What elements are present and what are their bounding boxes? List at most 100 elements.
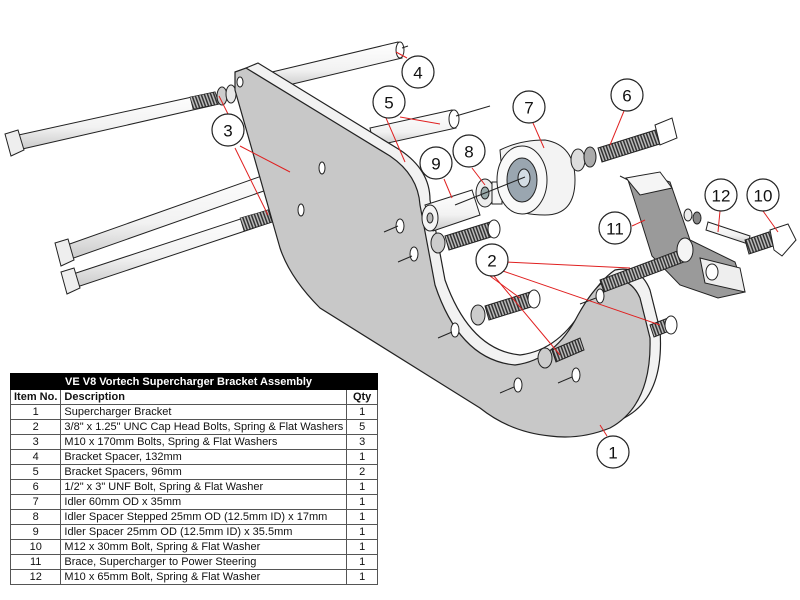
item-qty: 1 [346,479,378,495]
callout-1: 1 [596,435,630,469]
callout-label: 8 [464,143,473,162]
callout-7: 7 [512,90,546,124]
item-qty: 1 [346,569,378,585]
callout-circle [419,146,453,180]
item-description: 3/8" x 1.25" UNC Cap Head Bolts, Spring … [60,419,348,435]
idler-bolt-6 [570,117,678,172]
item-description: M12 x 30mm Bolt, Spring & Flat Washer [60,539,348,555]
callout-3: 3 [211,113,245,147]
item-number: 8 [9,509,62,525]
callout-label: 7 [524,99,533,118]
item-description: Bracket Spacers, 96mm [60,464,348,480]
callout-label: 4 [413,64,422,83]
item-qty: 1 [346,404,378,420]
item-description: 1/2" x 3" UNF Bolt, Spring & Flat Washer [60,479,348,495]
item-number: 5 [9,464,62,480]
callout-label: 10 [754,187,773,206]
callout-5: 5 [372,85,406,119]
callout-label: 2 [487,252,496,271]
item-description: Supercharger Bracket [60,404,348,420]
item-qty: 1 [346,539,378,555]
idler-pulley [454,139,576,216]
callout-circle [372,85,406,119]
callout-label: 11 [606,220,624,239]
item-number: 6 [9,479,62,495]
callout-10: 10 [746,178,780,212]
item-qty: 1 [346,509,378,525]
bill-of-materials-table: VE V8 Vortech Supercharger Bracket Assem… [9,373,378,585]
bolt-12 [683,208,751,245]
callout-circle [211,113,245,147]
item-qty: 1 [346,449,378,465]
cap-head-bolts [430,219,678,369]
callout-circle [452,134,486,168]
callout-6: 6 [610,78,644,112]
item-description: Bracket Spacer, 132mm [60,449,348,465]
leader-lines [218,51,779,437]
item-description: Idler 60mm OD x 35mm [60,494,348,510]
callout-circle [610,78,644,112]
item-number: 10 [9,539,62,555]
item-number: 11 [9,554,62,570]
item-number: 1 [9,404,62,420]
item-qty: 1 [346,494,378,510]
item-qty: 3 [346,434,378,450]
column-header-item: Item No. [9,389,62,405]
brace-rod [599,237,694,293]
callout-label: 9 [431,155,440,174]
item-number: 3 [9,434,62,450]
brace-supercharger-to-power-steering [619,171,746,299]
m10-long-bolt [4,91,220,157]
callout-circle [598,211,632,245]
callout-9: 9 [419,146,453,180]
callout-circle [746,178,780,212]
bolt-10 [744,223,797,257]
callout-4: 4 [401,55,435,89]
callout-label: 3 [223,122,232,141]
item-number: 2 [9,419,62,435]
item-number: 9 [9,524,62,540]
bom-title-row: VE V8 Vortech Supercharger Bracket Assem… [10,373,378,390]
callout-label: 6 [622,87,631,106]
item-number: 4 [9,449,62,465]
item-description: M10 x 65mm Bolt, Spring & Flat Washer [60,569,348,585]
bom-header-row: Item No. Description Qty [9,389,378,405]
item-description: Brace, Supercharger to Power Steering [60,554,348,570]
callout-circle [704,178,738,212]
callout-label: 5 [384,94,393,113]
callout-circle [512,90,546,124]
item-qty: 2 [346,464,378,480]
item-number: 7 [9,494,62,510]
item-qty: 1 [346,554,378,570]
bracket-spacer-132mm [271,41,409,89]
callout-circle [475,243,509,277]
column-header-description: Description [60,389,348,405]
item-description: Idler Spacer Stepped 25mm OD (12.5mm ID)… [60,509,348,525]
callout-11: 11 [598,211,632,245]
item-description: M10 x 170mm Bolts, Spring & Flat Washers [60,434,348,450]
item-qty: 5 [346,419,378,435]
callout-8: 8 [452,134,486,168]
callout-2: 2 [475,243,509,277]
callout-12: 12 [704,178,738,212]
column-header-qty: Qty [346,389,378,405]
item-number: 12 [9,569,62,585]
item-description: Idler Spacer 25mm OD (12.5mm ID) x 35.5m… [60,524,348,540]
item-qty: 1 [346,524,378,540]
bom-title: VE V8 Vortech Supercharger Bracket Assem… [10,373,378,390]
